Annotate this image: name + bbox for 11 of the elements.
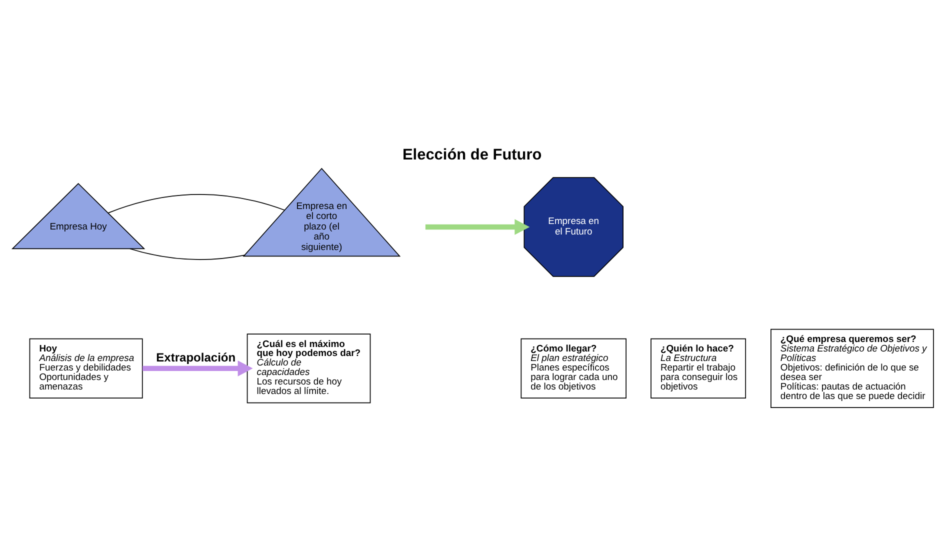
node-box: ¿Cuál es el máximo que hoy podemos dar? Cálculo de capacidades Los recursos de hoy llevados al límite.: [246, 334, 371, 404]
node-box: ¿Qué empresa queremos ser? Sistema Estratégico de Objetivos y Políticas Objetivos: definición de lo que se desea ser Políticas: pautas de actuación dentro de las que se puede decidir: [770, 328, 934, 408]
arrow: [425, 219, 530, 235]
node-box: ¿Quién lo hace? La Estructura Repartir el trabajo para conseguir los objetivos: [650, 338, 746, 399]
connector: [108, 194, 285, 214]
diagram-title: Elección de Futuro: [402, 146, 542, 164]
node-box: Hoy Análisis de la empresa Fuerzas y debilidades Oportunidades y amenazas: [29, 338, 143, 399]
edge-label: Extrapolación: [156, 350, 236, 365]
connector: [129, 248, 245, 260]
arrow: [142, 360, 253, 376]
node-box: ¿Cómo llegar? El plan estratégico Planes específicos para lograr cada uno de los objetivos: [520, 338, 626, 399]
